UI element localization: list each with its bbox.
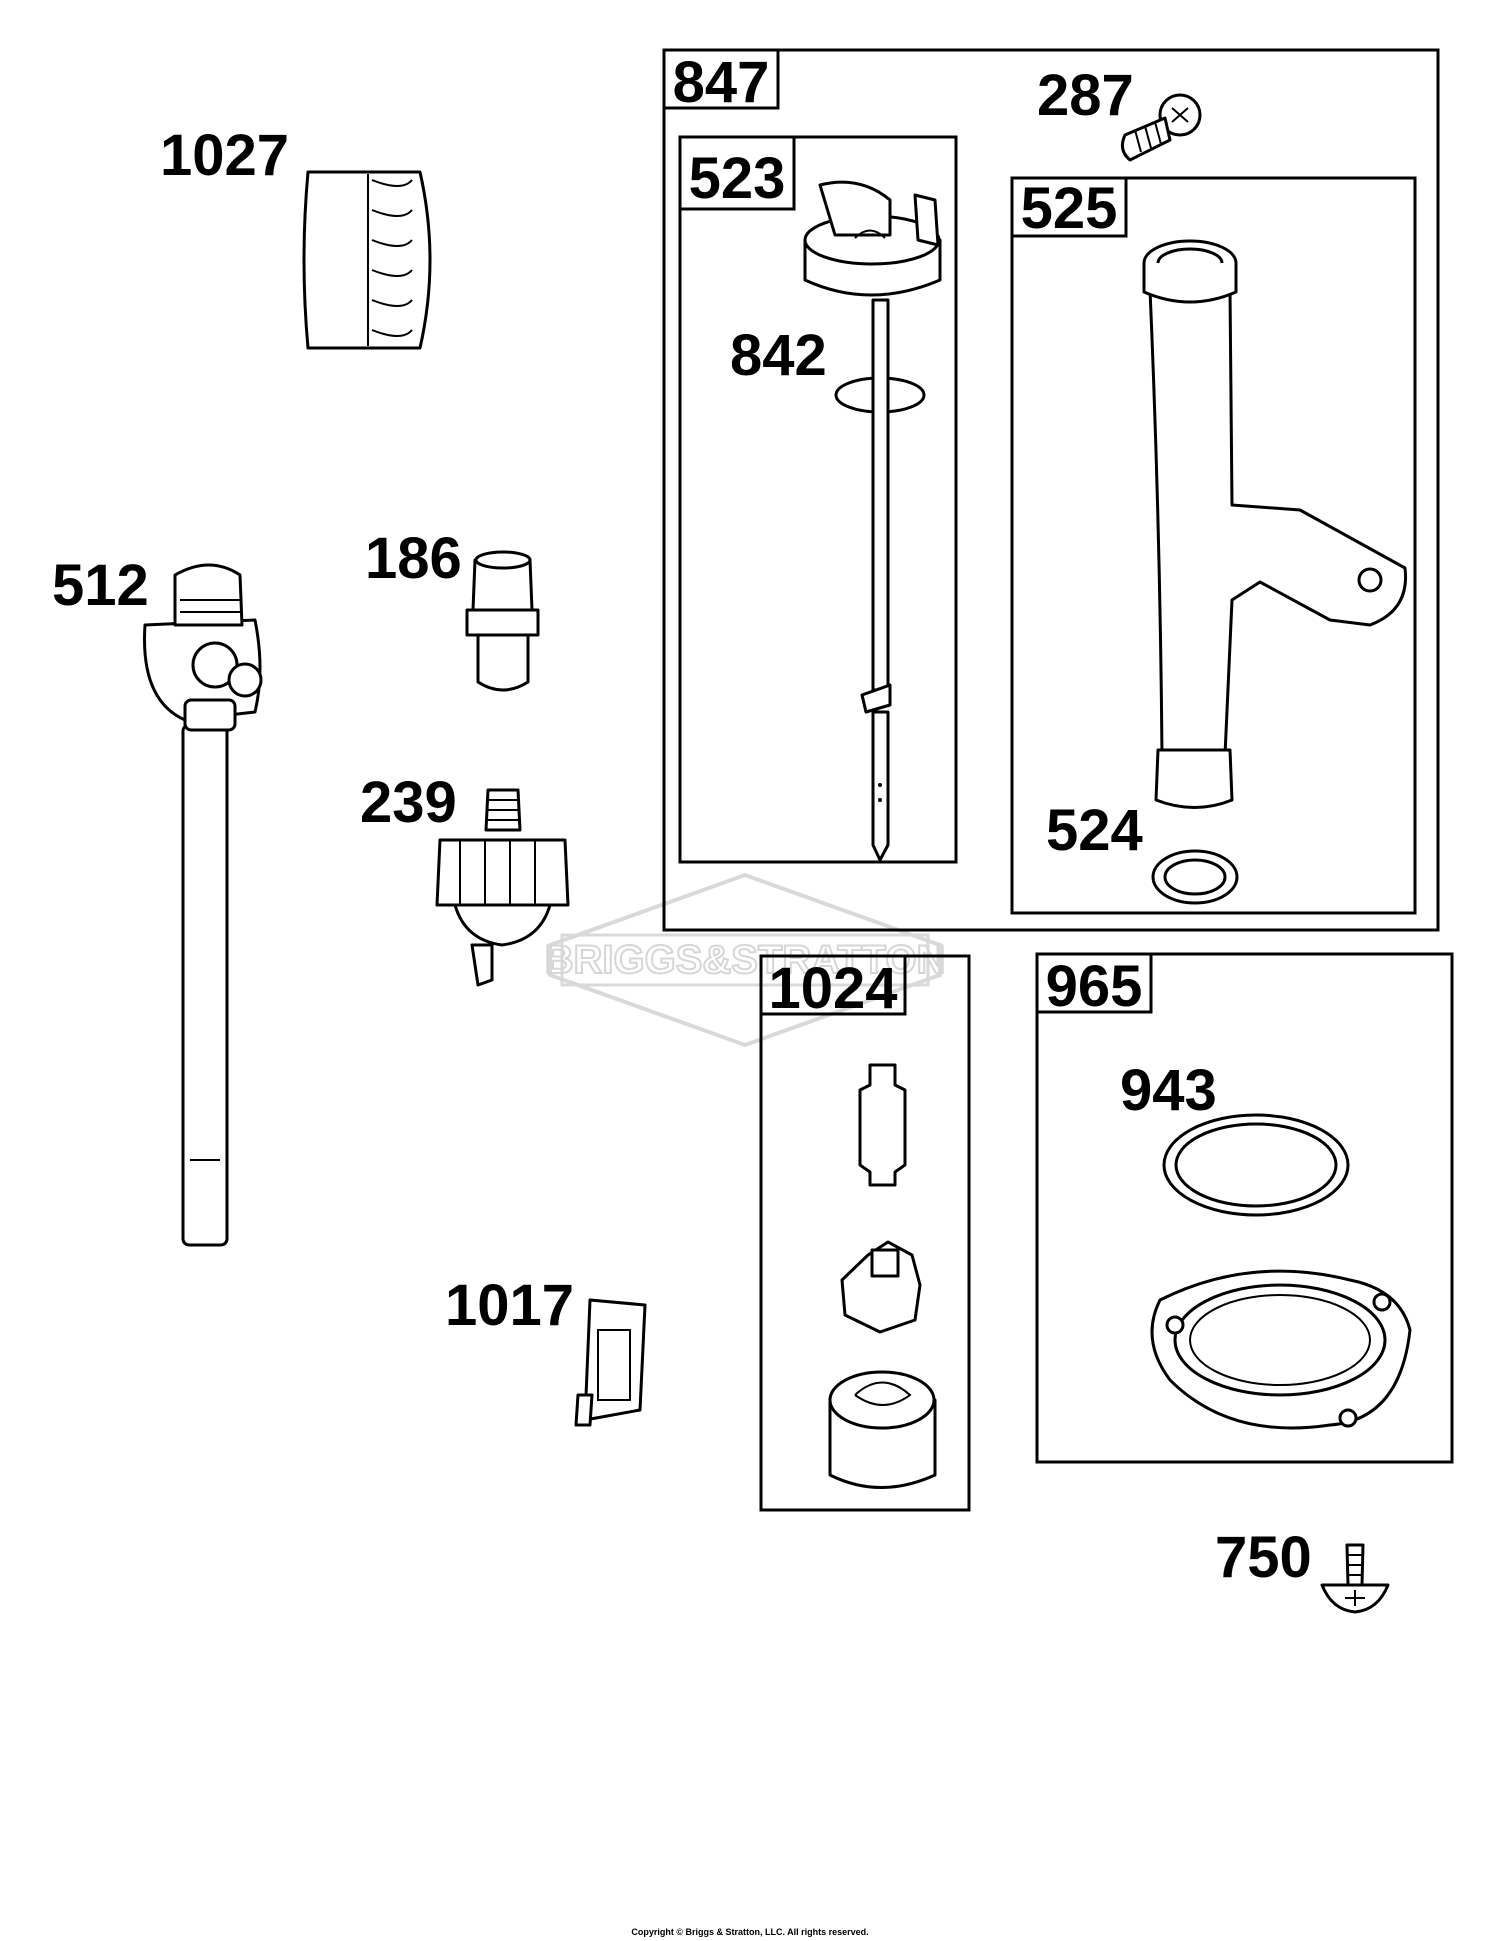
part-label-1017: 1017 [445,1273,574,1338]
kit-box-1024: 1024 [759,954,971,1512]
fill-tube-drawing [1142,239,1408,905]
part-label-1027: 1027 [160,123,289,188]
part-label-943: 943 [1120,1058,1217,1123]
oil-pump-cover-drawing [1150,1113,1412,1430]
kit-box-label: 523 [689,146,786,211]
part-label-287: 287 [1037,63,1134,128]
copyright-text: Copyright © Briggs & Stratton, LLC. All … [631,1927,868,1937]
kit-box-965: 965 [1035,952,1454,1464]
kit-box-label: 525 [1021,176,1118,241]
kit-box-847: 847 [662,48,1440,932]
oil-pressure-switch-drawing [435,788,570,987]
part-label-239: 239 [360,770,457,835]
part-label-512: 512 [52,553,149,618]
dipstick-tube-drawing [143,563,263,1247]
part-label-842: 842 [730,323,827,388]
breather-fitting-drawing [465,550,540,692]
kit-box-label: 1024 [768,956,897,1021]
watermark-text: BRIGGS&STRATTON [545,938,946,982]
kit-box-label: 847 [673,50,770,115]
part-label-524: 524 [1046,798,1143,863]
part-label-750: 750 [1215,1525,1312,1590]
part-label-186: 186 [365,526,462,591]
oil-sensor-drawing [574,1298,647,1427]
kit-box-523: 523 [678,135,958,864]
kit-box-label: 965 [1046,954,1143,1019]
oil-pump-drawing [828,1063,937,1489]
watermark-logo: BRIGGS&STRATTON [544,872,946,1048]
screw-750-drawing [1320,1543,1390,1614]
kit-box-525: 525 [1010,176,1417,915]
oil-filter-drawing [302,170,432,350]
screw-287-drawing [1120,93,1202,162]
dipstick-drawing [803,180,942,862]
